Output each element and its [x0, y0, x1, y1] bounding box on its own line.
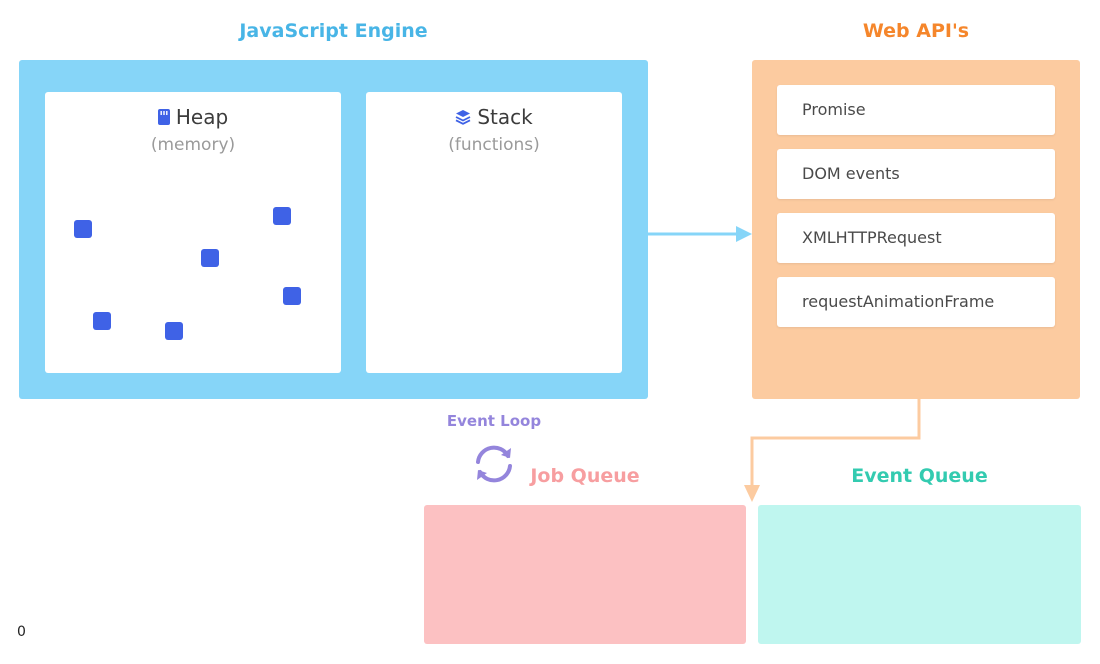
heap-object — [201, 249, 219, 267]
web-api-item: requestAnimationFrame — [777, 277, 1055, 327]
engine-to-webapi-arrow — [648, 226, 752, 242]
memory-card-icon — [157, 109, 170, 125]
job-queue-box — [424, 505, 746, 644]
stack-box — [366, 92, 622, 373]
heap-object — [273, 207, 291, 225]
stack-header: Stack — [366, 105, 622, 129]
heap-header: Heap — [45, 105, 341, 129]
web-api-item: Promise — [777, 85, 1055, 135]
stack-subtitle: (functions) — [448, 135, 540, 155]
web-api-item: DOM events — [777, 149, 1055, 199]
heap-object — [283, 287, 301, 305]
event-queue-box — [758, 505, 1081, 644]
refresh-icon — [476, 445, 512, 483]
event-queue-title: Event Queue — [851, 465, 988, 487]
heap-title: Heap — [175, 105, 229, 129]
heap-object — [74, 220, 92, 238]
webapi-to-queue-arrow — [744, 399, 921, 502]
heap-object — [93, 312, 111, 330]
stack-title: Stack — [477, 105, 533, 129]
layers-icon — [455, 110, 471, 125]
heap-object — [165, 322, 183, 340]
counter-text: 0 — [17, 624, 26, 640]
event-loop-label: Event Loop — [446, 412, 542, 430]
web-apis-title: Web API's — [862, 20, 970, 42]
javascript-engine-title: JavaScript Engine — [239, 20, 428, 42]
heap-subtitle: (memory) — [150, 135, 236, 155]
job-queue-title: Job Queue — [530, 465, 640, 487]
web-api-item: XMLHTTPRequest — [777, 213, 1055, 263]
